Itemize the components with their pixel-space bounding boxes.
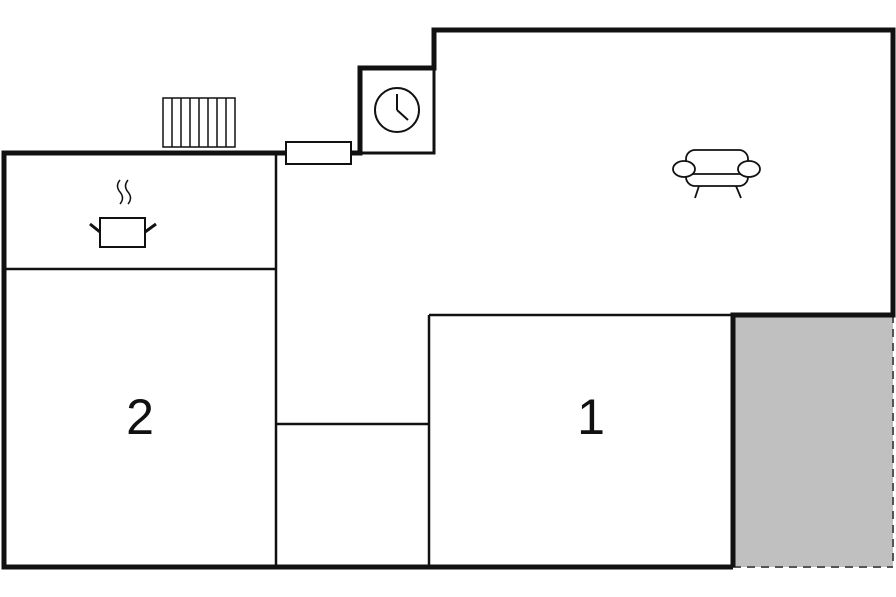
clock-icon xyxy=(374,87,420,133)
boiler-closet xyxy=(358,66,436,155)
cooking-pot-icon xyxy=(89,179,157,248)
room-label-2: 2 xyxy=(126,389,154,445)
room-label-1: 1 xyxy=(577,389,605,445)
sofa-icon xyxy=(672,149,761,199)
terrace xyxy=(733,315,894,568)
window-icon xyxy=(285,141,352,165)
interior-walls xyxy=(4,153,733,567)
terrace-area xyxy=(733,315,893,567)
radiator-icon xyxy=(162,97,236,148)
